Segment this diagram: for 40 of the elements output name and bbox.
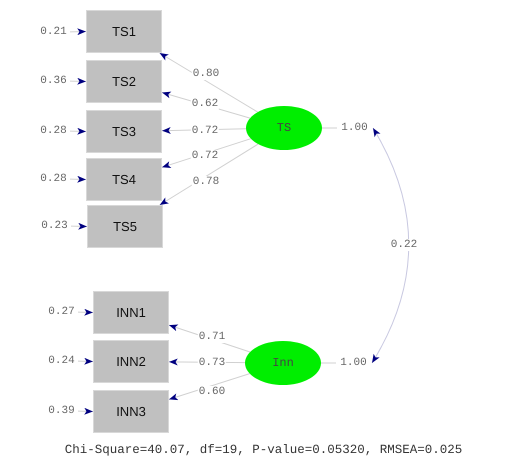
error-variance-value: 0.28 xyxy=(38,172,69,186)
error-variance-value: 0.27 xyxy=(46,305,77,319)
observed-variable-box: TS3 xyxy=(86,110,162,153)
observed-variable-box: INN3 xyxy=(93,390,169,433)
latent-variable-ellipse xyxy=(245,341,321,385)
edge-label: 0.78 xyxy=(192,176,220,188)
edge-label: 0.62 xyxy=(190,98,220,110)
error-variance-value: 0.24 xyxy=(46,354,77,368)
latent-variable-label: TS xyxy=(276,121,292,135)
edge-label: 0.80 xyxy=(192,68,220,80)
arrow xyxy=(159,52,258,113)
arrow xyxy=(70,78,86,85)
connector-line xyxy=(320,362,336,364)
error-variance-value: 0.23 xyxy=(39,219,70,233)
arrow xyxy=(70,176,86,183)
error-variance-value: 0.39 xyxy=(46,404,77,418)
fit-statistics-caption: Chi-Square=40.07, df=19, P-value=0.05320, RMSEA=0.025 xyxy=(64,443,464,457)
observed-variable-box: INN1 xyxy=(93,291,169,334)
arrow xyxy=(78,358,94,365)
arrow xyxy=(372,128,410,364)
error-variance-value: 0.36 xyxy=(38,74,69,88)
observed-variable-box: TS1 xyxy=(86,10,162,53)
arrow xyxy=(78,408,94,415)
latent-variable-ellipse xyxy=(246,106,322,150)
arrow xyxy=(78,308,94,316)
arrow xyxy=(168,373,250,400)
observed-variable-box: TS5 xyxy=(87,205,163,248)
edge-label: 0.22 xyxy=(390,239,418,251)
error-variance-value: 0.21 xyxy=(38,25,69,39)
latent-variable-label: Inn xyxy=(272,356,294,370)
observed-variable-box: TS4 xyxy=(86,158,162,201)
variance-value: 1.00 xyxy=(337,356,370,370)
arrow xyxy=(70,28,86,36)
arrow xyxy=(70,128,86,135)
variance-value: 1.00 xyxy=(338,121,371,135)
observed-variable-box: INN2 xyxy=(93,340,169,383)
arrow xyxy=(70,222,88,230)
edge-label: 0.71 xyxy=(198,331,226,343)
observed-variable-box: TS2 xyxy=(86,60,162,103)
error-variance-value: 0.28 xyxy=(38,124,69,138)
